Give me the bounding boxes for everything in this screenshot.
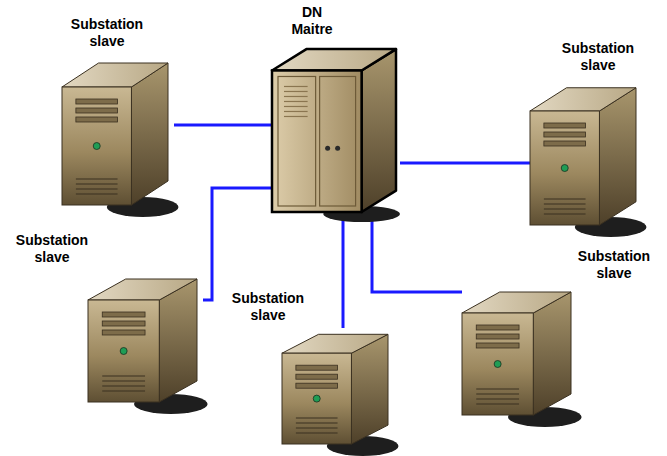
slave-server: Substation slave	[462, 285, 577, 425]
drive-bay	[76, 99, 118, 104]
vent-slot	[476, 394, 519, 395]
vent-slot	[102, 391, 145, 392]
vent-slot	[296, 428, 338, 429]
cabinet-door	[278, 76, 316, 206]
tower-top	[62, 63, 168, 87]
door-knob	[335, 146, 340, 151]
master-server: DN Maitre	[272, 42, 400, 220]
drive-bay	[102, 312, 145, 317]
power-led	[93, 143, 100, 150]
network-link	[174, 124, 272, 127]
node-label: Substation slave	[568, 248, 660, 282]
cabinet-top	[272, 49, 396, 70]
node-label: DN Maitre	[282, 4, 342, 38]
power-led	[494, 361, 501, 368]
drive-bay	[102, 321, 145, 326]
vent-slot	[544, 214, 586, 215]
vent-slot	[284, 116, 308, 117]
node-label: Substation slave	[62, 16, 152, 50]
tower-side	[159, 279, 197, 402]
power-led	[561, 165, 568, 172]
vent-slot	[296, 418, 338, 419]
vent-slot	[76, 179, 118, 180]
cabinet-front	[272, 70, 362, 212]
vent-slot	[544, 199, 586, 200]
tower-icon	[62, 55, 174, 215]
drive-bay	[544, 141, 586, 146]
slave-server: Substation slave	[88, 272, 203, 412]
slave-server: Substation slave	[530, 80, 642, 235]
tower-front	[282, 353, 351, 444]
network-link	[372, 220, 462, 292]
vent-slot	[476, 389, 519, 390]
drive-bay	[296, 365, 338, 370]
vent-slot	[544, 209, 586, 210]
server-name: Substation slave	[562, 40, 634, 73]
vent-slot	[284, 106, 308, 107]
tower-top	[462, 292, 571, 313]
vent-slot	[296, 433, 338, 434]
drive-bay	[476, 343, 519, 348]
drive-bay	[76, 108, 118, 113]
tower-top	[88, 279, 197, 300]
vent-slot	[76, 184, 118, 185]
vent-slot	[476, 404, 519, 405]
slave-server: Substation slave	[62, 55, 174, 215]
drive-bay	[102, 330, 145, 335]
vent-slot	[76, 194, 118, 195]
vent-slot	[102, 381, 145, 382]
vent-slot	[544, 204, 586, 205]
vent-slot	[284, 111, 308, 112]
tower-front	[530, 111, 599, 225]
tower-icon	[88, 272, 203, 412]
vent-slot	[76, 189, 118, 190]
node-label: Substation slave	[553, 40, 643, 74]
server-name: Substation slave	[578, 248, 650, 281]
vent-slot	[284, 96, 308, 97]
drive-bay	[296, 383, 338, 388]
power-led	[313, 395, 320, 402]
network-link	[203, 188, 272, 300]
tower-top	[282, 334, 388, 353]
drive-bay	[296, 374, 338, 379]
tower-top	[530, 88, 636, 111]
drive-bay	[544, 123, 586, 128]
tower-side	[533, 292, 571, 415]
tower-icon	[282, 328, 394, 454]
cabinet-side	[362, 49, 396, 212]
node-label: Substation slave	[6, 232, 98, 266]
tower-front	[62, 87, 131, 205]
server-name: Substation slave	[71, 16, 143, 49]
cabinet-icon	[272, 42, 400, 220]
server-name: Substation slave	[232, 290, 304, 323]
tower-icon	[530, 80, 642, 235]
vent-slot	[296, 423, 338, 424]
drive-bay	[544, 132, 586, 137]
tower-icon	[462, 285, 577, 425]
drive-bay	[76, 117, 118, 122]
slave-server: Substation slave	[282, 328, 394, 454]
power-led	[120, 348, 127, 355]
server-name: DN Maitre	[291, 4, 332, 37]
tower-side	[599, 88, 636, 225]
cabinet-door	[320, 76, 356, 206]
node-label: Substation slave	[222, 290, 314, 324]
vent-slot	[284, 101, 308, 102]
vent-slot	[284, 91, 308, 92]
vent-slot	[102, 386, 145, 387]
tower-front	[88, 300, 159, 402]
tower-front	[462, 313, 533, 415]
vent-slot	[284, 86, 308, 87]
vent-slot	[102, 376, 145, 377]
tower-side	[131, 63, 168, 205]
vent-slot	[476, 399, 519, 400]
network-link	[400, 162, 530, 165]
drive-bay	[476, 334, 519, 339]
door-knob	[325, 146, 330, 151]
network-link	[342, 220, 345, 328]
server-name: Substation slave	[16, 232, 88, 265]
drive-bay	[476, 325, 519, 330]
